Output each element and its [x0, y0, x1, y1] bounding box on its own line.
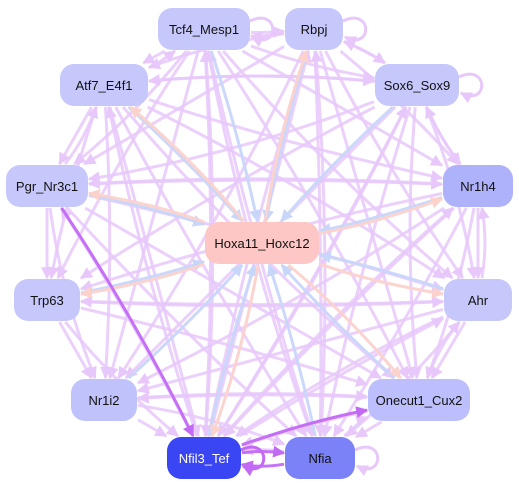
node-nfil3-tef[interactable]: Nfil3_Tef [167, 437, 241, 479]
edge-nfil3-to-ahr [238, 317, 445, 438]
self-loop-nfil3 [240, 445, 266, 477]
node-ahr[interactable]: Ahr [444, 279, 512, 321]
node-nr1i2[interactable]: Nr1i2 [71, 379, 137, 421]
edge-onecut-to-nfia [354, 420, 383, 439]
edge-trp63-to-nr1i2 [58, 321, 93, 380]
edge-onecut-to-hoxa [280, 263, 396, 380]
edge-atf7-to-hoxa [127, 105, 244, 223]
node-nfia[interactable]: Nfia [285, 437, 355, 479]
edge-sox6-to-atf7 [147, 74, 375, 87]
edge-tcf4-to-onecut [216, 50, 409, 380]
node-hoxa11-hoxc12[interactable]: Hoxa11_Hoxc12 [205, 222, 319, 264]
edge-hoxa-to-pgr [87, 189, 205, 224]
node-onecut1-cux2[interactable]: Onecut1_Cux2 [368, 379, 470, 421]
node-pgr-nr3c1[interactable]: Pgr_Nr3c1 [6, 165, 88, 207]
edge-nr1i2-to-nfil3 [137, 418, 168, 438]
edge-strong-nfil3-to-onecut [241, 406, 369, 447]
edge-tcf4-to-nr1h4 [241, 49, 444, 167]
edge-pgr-to-hoxa [88, 193, 206, 227]
edge-sox6-to-trp63 [79, 105, 376, 280]
edge-ahr-to-hoxa [318, 251, 444, 291]
edge-sox6-to-nfia [320, 106, 412, 438]
self-loop-sox6 [458, 72, 484, 104]
edge-strong-pgr-to-nfil3 [60, 207, 195, 438]
edge-hoxa-to-atf7 [129, 105, 245, 222]
edge-sox6-to-onecut [408, 106, 422, 380]
edge-nfil3-to-sox6 [216, 105, 408, 437]
edge-tcf4-to-rbpj [250, 25, 286, 38]
edge-nfil3-to-hoxa [207, 263, 258, 437]
edge-ahr-to-trp63 [79, 295, 444, 308]
edge-ahr-to-nr1i2 [136, 307, 444, 394]
node-nr1h4[interactable]: Nr1h4 [443, 165, 513, 207]
edge-nr1h4-to-nfia [332, 207, 468, 438]
node-atf7-e4f1[interactable]: Atf7_E4f1 [60, 64, 148, 106]
edge-hoxa-to-nr1h4 [319, 197, 444, 235]
edge-hoxa-to-onecut [287, 263, 402, 379]
edge-onecut-to-nr1i2 [136, 391, 368, 404]
edge-pgr-to-onecut [84, 206, 382, 380]
edge-pgr-to-nfia [66, 206, 298, 438]
node-rbpj[interactable]: Rbpj [285, 8, 343, 50]
edge-ahr-to-nfil3 [235, 315, 444, 438]
edge-nfia-to-hoxa [266, 263, 317, 437]
edge-sox6-to-pgr [87, 100, 375, 184]
node-sox6-sox9[interactable]: Sox6_Sox9 [375, 64, 459, 106]
edge-ahr-to-onecut [430, 321, 467, 380]
node-tcf4-mesp1[interactable]: Tcf4_Mesp1 [158, 8, 250, 50]
edge-nfil3-to-nr1h4 [222, 206, 454, 437]
edge-nr1h4-to-hoxa [318, 196, 443, 235]
edge-tcf4-to-nr1i2 [106, 50, 200, 380]
self-loop-tcf4 [249, 16, 275, 48]
self-loop-rbpj [342, 16, 368, 48]
edge-rbpj-to-nr1i2 [117, 50, 305, 380]
node-trp63[interactable]: Trp63 [14, 279, 80, 321]
edge-nr1h4-to-pgr [87, 177, 443, 190]
edge-atf7-to-nr1i2 [100, 106, 113, 380]
edge-nr1i2-to-hoxa [127, 263, 244, 380]
edge-hoxa-to-ahr [319, 262, 445, 299]
edge-hoxa-to-nfil3 [210, 264, 260, 438]
edge-tcf4-to-hoxa [209, 50, 261, 223]
self-loop-nfia [354, 445, 380, 477]
edge-hoxa-to-trp63 [79, 262, 205, 299]
edge-hoxa-to-rbpj [263, 49, 309, 222]
edge-nr1h4-to-nr1i2 [136, 206, 445, 385]
edge-nfil3-to-atf7 [105, 105, 199, 437]
edge-trp63-to-hoxa [80, 259, 206, 295]
edge-rbpj-to-onecut [318, 50, 416, 380]
edge-ahr-to-nr1h4 [477, 206, 490, 279]
edge-sox6-to-hoxa [280, 105, 394, 222]
edge-tcf4-to-sox6 [250, 44, 376, 82]
edge-atf7-to-nfil3 [108, 106, 202, 438]
edge-atf7-to-nr1h4 [148, 98, 444, 182]
